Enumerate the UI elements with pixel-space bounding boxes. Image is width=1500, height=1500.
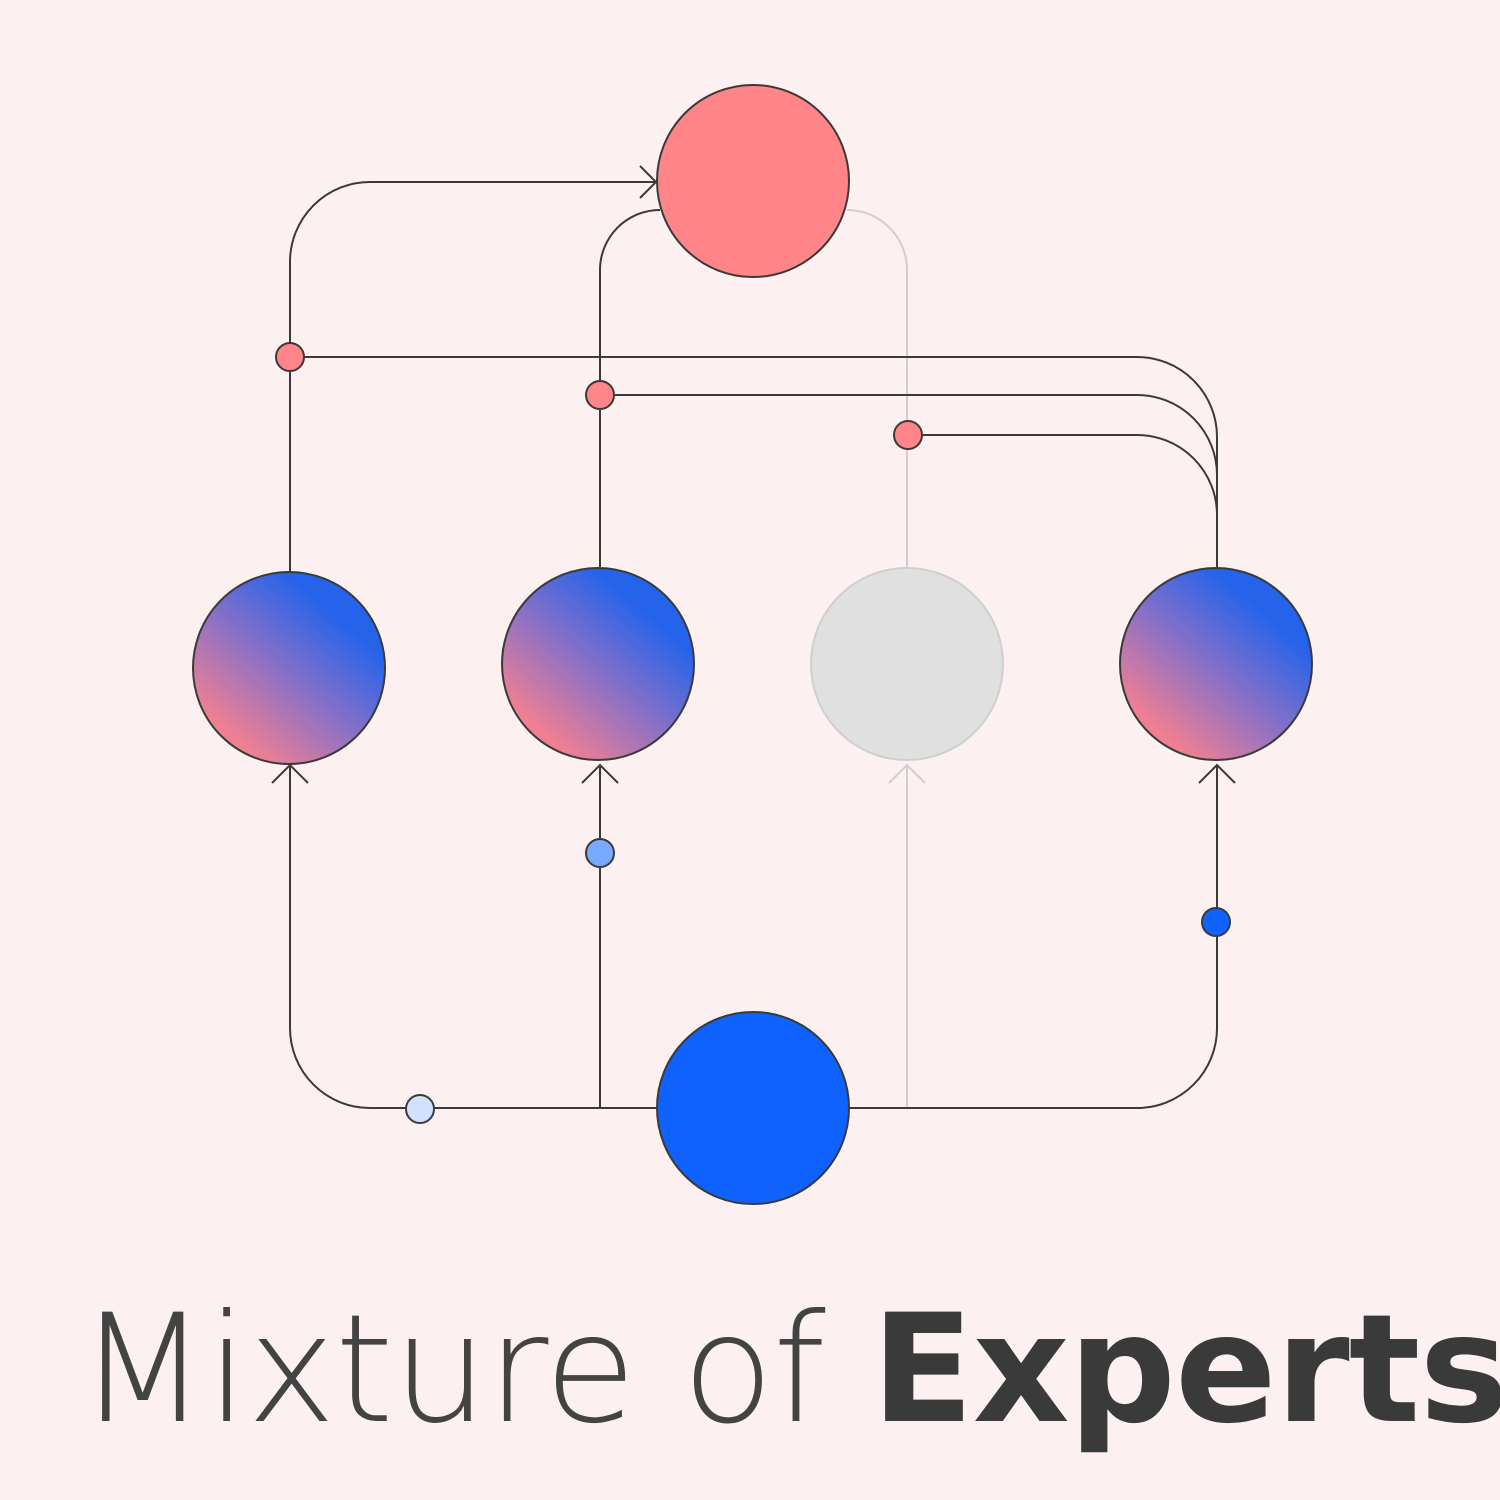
gate-line-3 — [907, 434, 1218, 516]
input-node — [656, 1011, 850, 1205]
gate-dot-input-2 — [585, 838, 615, 868]
gate-dot-output-1 — [275, 342, 305, 372]
inactive-output-line — [846, 209, 908, 567]
expert-1-to-output-line — [289, 181, 656, 571]
expert-2-node — [501, 567, 695, 761]
arrowhead-expert-2-icon — [581, 763, 619, 784]
arrowhead-expert-1-icon — [271, 763, 309, 784]
poster-title: Mixture of Experts — [78, 1280, 1500, 1460]
arrowhead-expert-4-icon — [1198, 763, 1236, 784]
title-light: Mixture of — [78, 1283, 872, 1457]
gate-dot-output-2 — [585, 380, 615, 410]
input-to-expert-4-line — [849, 765, 1218, 1109]
arrowhead-output-icon — [639, 165, 658, 199]
gate-line-1 — [290, 356, 1218, 567]
expert-4-node — [1119, 567, 1313, 761]
gate-dot-input-4 — [1201, 907, 1231, 937]
expert-2-to-output-line — [599, 209, 661, 567]
gate-line-2 — [600, 394, 1218, 476]
input-to-expert-1-line — [289, 765, 656, 1109]
gate-dot-input-1 — [405, 1094, 435, 1124]
title-bold: Experts — [871, 1283, 1500, 1457]
active-connections — [271, 165, 1236, 1109]
expert-1-node — [192, 571, 386, 765]
inactive-connections — [846, 209, 926, 1108]
expert-3-node-inactive — [810, 567, 1004, 761]
gate-dot-output-3 — [893, 420, 923, 450]
inactive-arrowhead-icon — [888, 763, 926, 784]
output-node — [656, 84, 850, 278]
